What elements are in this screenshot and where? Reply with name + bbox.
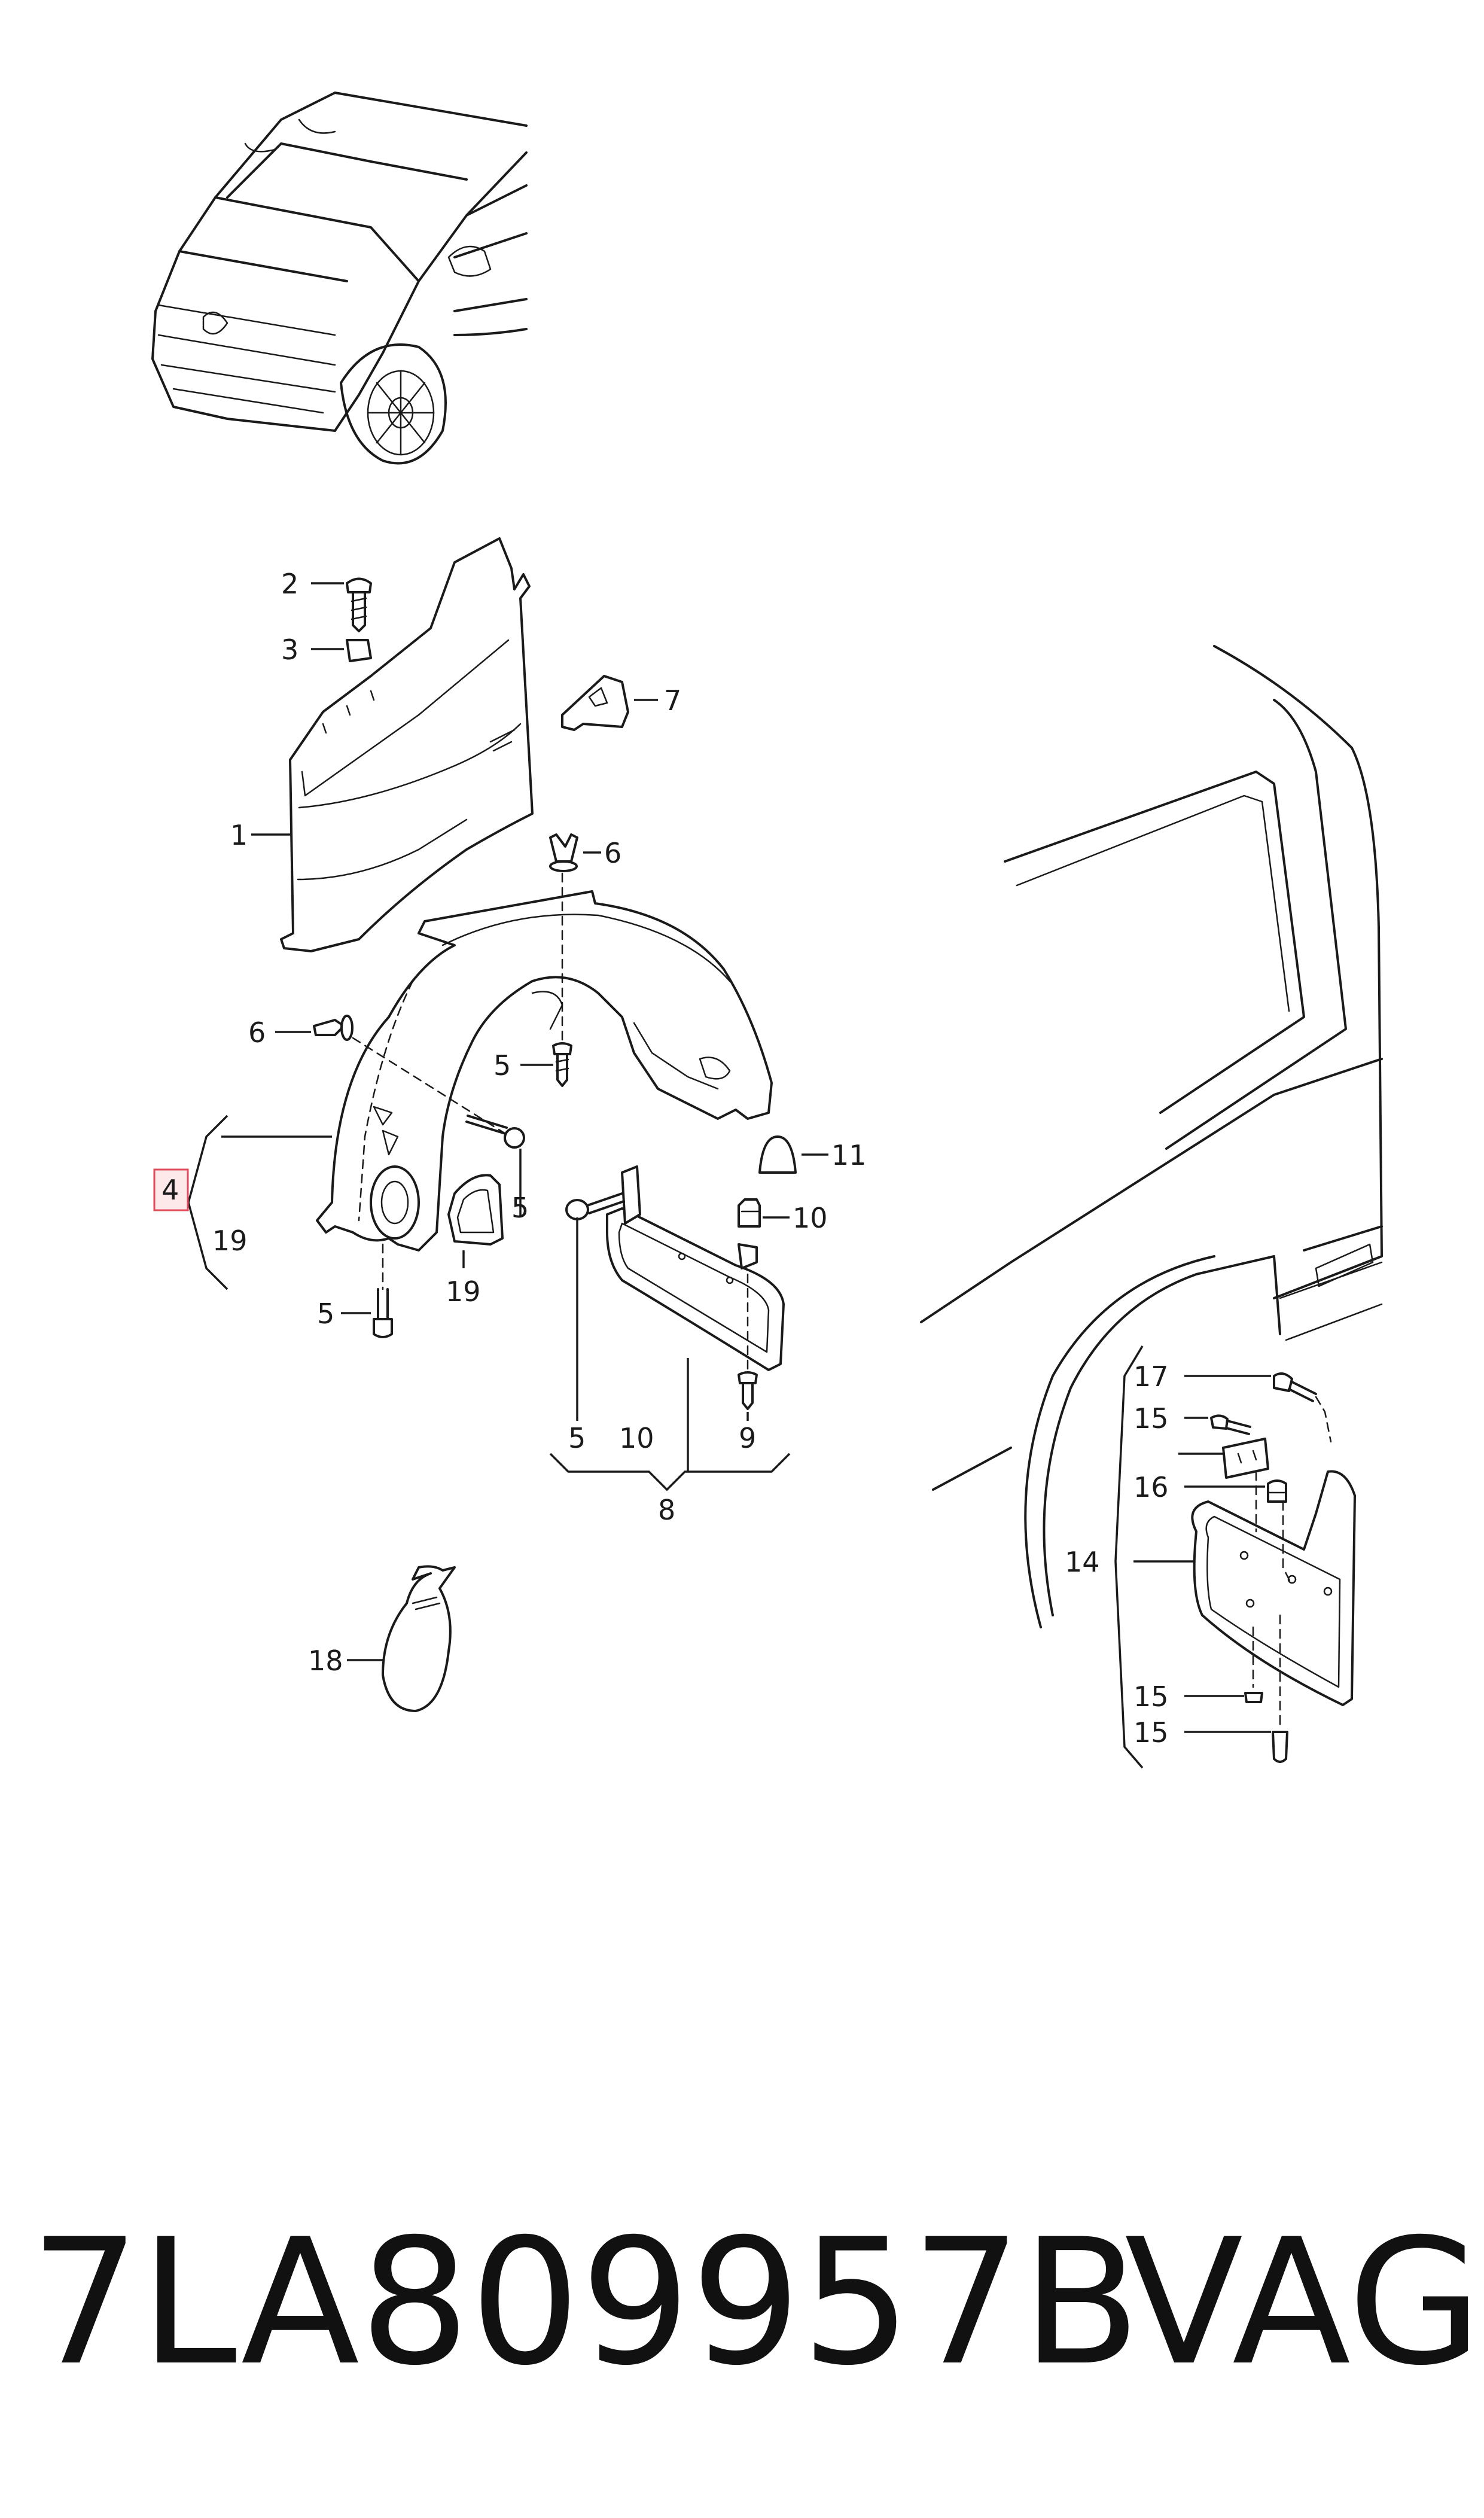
- callout-3: 3: [281, 634, 298, 666]
- cover-part-19: [447, 1174, 504, 1246]
- bracket-part-7: [561, 675, 629, 731]
- diagram-svg: 2 3 7 1 6 6 5 4 19 5 19 5 11 10 5 10 9 8…: [151, 92, 1383, 1769]
- callout-5-bottom: 5: [317, 1298, 334, 1330]
- callout-14: 14: [1065, 1546, 1100, 1578]
- brand-name: VAG: [1125, 2202, 1482, 2404]
- callout-10-bottom: 10: [619, 1422, 654, 1454]
- wheel-housing-liner: [316, 890, 773, 1252]
- mud-flap-front-part-8: [606, 1165, 785, 1371]
- callout-19-bracket: 19: [212, 1225, 248, 1257]
- callout-19-cover: 19: [446, 1275, 481, 1308]
- cap-part-11: [758, 1135, 797, 1174]
- callout-18: 18: [308, 1645, 343, 1677]
- callout-15-top: 15: [1133, 1402, 1169, 1435]
- screw-part-9: [738, 1273, 758, 1410]
- rear-fasteners: [1210, 1372, 1332, 1763]
- vehicle-thumbnail: [151, 92, 528, 465]
- callout-6-left: 6: [248, 1016, 266, 1049]
- callout-7: 7: [664, 684, 681, 717]
- screw-part-5-bottom: [373, 1243, 393, 1338]
- clip-part-6-top: [549, 833, 578, 872]
- mud-flap-rear-part-14: [1191, 1438, 1356, 1706]
- callout-8: 8: [658, 1494, 675, 1526]
- rear-body-outline: [920, 645, 1383, 1628]
- bag-part-18: [382, 1565, 456, 1712]
- callout-10-right: 10: [793, 1202, 828, 1234]
- screw-part-2: [346, 577, 372, 632]
- callout-17: 17: [1133, 1360, 1169, 1393]
- callout-labels: 2 3 7 1 6 6 5 4 19 5 19 5 11 10 5 10 9 8…: [153, 568, 1169, 1749]
- front-wing-part: [280, 537, 534, 952]
- callout-11: 11: [831, 1139, 867, 1171]
- callout-15-mid: 15: [1133, 1680, 1169, 1713]
- callout-5-mudflap: 5: [568, 1422, 586, 1454]
- screw-part-5-center: [552, 872, 572, 1087]
- callout-2: 2: [281, 568, 298, 600]
- callout-1: 1: [230, 819, 248, 851]
- clip-part-6-left: [313, 1015, 354, 1041]
- callout-9: 9: [739, 1422, 756, 1454]
- nut-part-10: [738, 1198, 761, 1228]
- callout-6-top: 6: [604, 837, 621, 869]
- callout-5-diagonal: 5: [511, 1192, 529, 1224]
- screw-part-5-diagonal: [352, 1037, 525, 1149]
- callout-4-highlight: [153, 1168, 189, 1211]
- part-number: 7LA809957B: [30, 2202, 1141, 2404]
- callout-15-bottom: 15: [1133, 1716, 1169, 1749]
- callout-16: 16: [1133, 1471, 1169, 1503]
- callout-4: 4: [161, 1174, 179, 1206]
- callout-5-center: 5: [493, 1049, 511, 1082]
- footer-caption: 7LA809957B VAG: [30, 2202, 1482, 2404]
- clip-part-3: [346, 639, 372, 662]
